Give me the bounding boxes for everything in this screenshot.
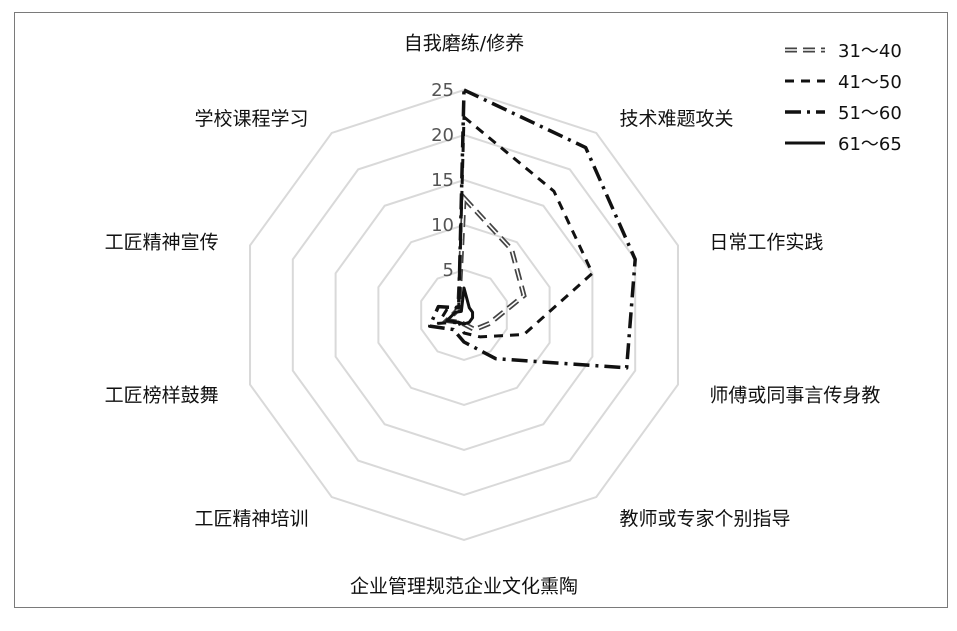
category-label-2: 日常工作实践	[709, 232, 823, 254]
series-line-3	[445, 286, 475, 326]
category-label-7: 工匠榜样鼓舞	[105, 384, 219, 406]
radar-grid	[249, 88, 679, 542]
radar-series	[428, 88, 637, 370]
tick-label-5: 5	[443, 260, 454, 281]
grid-ring-25	[249, 88, 679, 542]
grid-ring-15	[334, 178, 594, 452]
category-label-4: 教师或专家个别指导	[619, 508, 790, 530]
grid-ring-5	[420, 268, 508, 362]
category-label-1: 技术难题攻关	[619, 108, 733, 130]
category-label-3: 师傅或同事言传身教	[709, 384, 880, 406]
series-2	[428, 88, 637, 370]
series-line-1	[436, 115, 594, 339]
series-3	[445, 286, 475, 326]
category-label-5: 企业管理规范企业文化熏陶	[350, 576, 578, 598]
series-line-2	[428, 88, 637, 370]
tick-label-10: 10	[431, 215, 454, 236]
category-label-0: 自我磨练/修养	[404, 33, 524, 55]
tick-label-15: 15	[431, 170, 454, 191]
legend-label-2: 51～60	[838, 103, 902, 124]
category-label-8: 工匠精神宣传	[105, 232, 219, 254]
radial-tick-labels: 5 10 15 20 25	[431, 80, 454, 281]
legend: 31～40 41～50 51～60 61～65	[785, 41, 902, 155]
tick-label-20: 20	[431, 125, 454, 146]
legend-label-0: 31～40	[838, 41, 902, 62]
grid-ring-10	[377, 223, 551, 407]
grid-ring-20	[291, 133, 637, 497]
legend-label-3: 61～65	[838, 134, 902, 155]
tick-label-25: 25	[431, 80, 454, 101]
category-labels: 自我磨练/修养技术难题攻关日常工作实践师傅或同事言传身教教师或专家个别指导企业管…	[105, 33, 881, 598]
category-label-9: 学校课程学习	[195, 108, 309, 130]
series-1	[436, 115, 594, 339]
legend-label-1: 41～50	[838, 72, 902, 93]
category-label-6: 工匠精神培训	[195, 508, 309, 530]
